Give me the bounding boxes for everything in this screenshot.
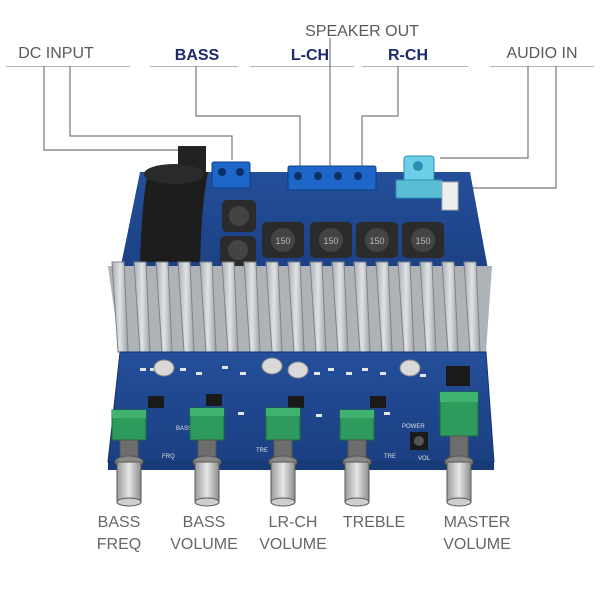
inductor-label: 150 [369, 236, 384, 246]
knob-bass-freq [114, 439, 144, 507]
knob-label-treble: TREBLE [336, 512, 412, 534]
label-r-ch-rule [362, 66, 468, 67]
knob-bass-volume [192, 439, 222, 507]
terminal-dc [211, 161, 251, 189]
terminal-blocks [211, 161, 377, 191]
knob-label-lr-ch-volume: LR-CH VOLUME [250, 512, 336, 556]
label-bass: BASS [174, 47, 220, 64]
heatsink [108, 261, 492, 353]
knob-label-line1: MASTER [443, 514, 511, 531]
label-audio-in: AUDIO IN [506, 45, 578, 62]
leader-audio-in-2 [458, 66, 557, 189]
inductors [220, 200, 444, 266]
pot-bass-freq [111, 409, 147, 441]
knob-label-line1: BASS [182, 514, 226, 531]
knob-label-line2: VOLUME [259, 536, 327, 553]
label-dc-input-rule [6, 66, 130, 67]
label-dc-input: DC INPUT [18, 45, 94, 62]
knob-label-line1: LR-CH [268, 514, 318, 531]
pot-lr-ch-volume [265, 407, 301, 441]
pot-master-volume [439, 391, 479, 437]
knob-label-line1: TREBLE [342, 514, 406, 531]
label-audio-in-rule [490, 66, 594, 67]
knob-treble [342, 439, 372, 507]
pcb-label-frq: FRQ [162, 454, 175, 460]
smd-components [140, 366, 426, 417]
pcb-label-power: POWER [402, 424, 425, 430]
knob-label-bass-freq: BASS FREQ [84, 512, 154, 556]
ics [148, 366, 470, 408]
pcb-label-bass: BASS [176, 426, 192, 432]
knob-shafts [114, 435, 474, 507]
leader-dc-input-2 [69, 66, 233, 160]
label-l-ch: L-CH [290, 47, 330, 64]
pot-bass-volume [189, 407, 225, 441]
potentiometers [111, 391, 479, 441]
knob-label-line1: BASS [97, 514, 141, 531]
inductor-label: 150 [415, 236, 430, 246]
pot-treble [339, 409, 375, 441]
knob-lr-ch-volume [268, 439, 298, 507]
label-bass-rule [150, 66, 238, 67]
inductor-label: 150 [275, 236, 290, 246]
label-l-ch-rule [250, 66, 354, 67]
knob-label-line2: VOLUME [170, 536, 238, 553]
leader-dc-input [43, 66, 182, 151]
electrolytic-caps [153, 357, 421, 379]
audio-in-jack [395, 155, 459, 211]
knob-label-bass-volume: BASS VOLUME [166, 512, 242, 556]
leader-bass [195, 66, 301, 166]
leader-r-ch [361, 66, 399, 166]
label-speaker-out: SPEAKER OUT [305, 23, 419, 40]
leader-audio-in [440, 66, 529, 159]
capacitor [140, 146, 208, 262]
knob-master-volume [444, 435, 474, 507]
label-r-ch: R-CH [388, 47, 428, 64]
pcb-label-tre-2: TRE [384, 454, 396, 460]
pcb-label-vol: VOL [418, 456, 431, 462]
pcb-label-tre: TRE [256, 448, 268, 454]
knob-label-line2: FREQ [96, 536, 142, 553]
knob-label-line2: VOLUME [443, 536, 511, 553]
terminal-speaker [287, 165, 377, 191]
leader-lines [43, 38, 557, 189]
knob-label-master-volume: MASTER VOLUME [432, 512, 522, 556]
power-button [410, 432, 428, 450]
inductor-label: 150 [323, 236, 338, 246]
